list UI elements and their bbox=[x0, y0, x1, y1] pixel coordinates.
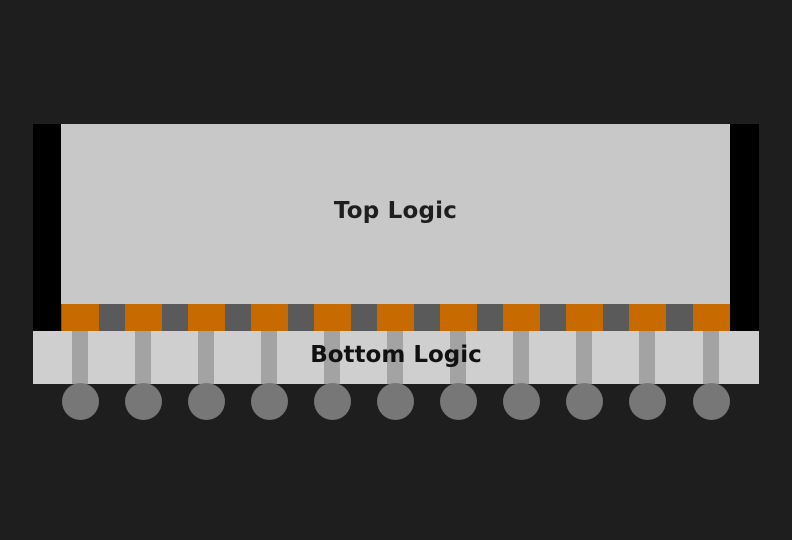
solder-ball bbox=[62, 383, 99, 420]
micro-bump bbox=[188, 304, 225, 331]
through-silicon-via bbox=[72, 331, 88, 384]
solder-ball bbox=[566, 383, 603, 420]
solder-ball bbox=[251, 383, 288, 420]
bottom-logic-die bbox=[33, 331, 759, 384]
solder-ball bbox=[314, 383, 351, 420]
micro-bump bbox=[62, 304, 99, 331]
top-logic-die bbox=[61, 124, 730, 304]
micro-bump bbox=[566, 304, 603, 331]
through-silicon-via bbox=[135, 331, 151, 384]
micro-bump bbox=[629, 304, 666, 331]
micro-bump bbox=[377, 304, 414, 331]
through-silicon-via bbox=[198, 331, 214, 384]
solder-ball bbox=[440, 383, 477, 420]
through-silicon-via bbox=[324, 331, 340, 384]
micro-bump bbox=[503, 304, 540, 331]
solder-ball bbox=[188, 383, 225, 420]
micro-bump bbox=[440, 304, 477, 331]
micro-bump-row bbox=[61, 304, 730, 331]
through-silicon-via bbox=[639, 331, 655, 384]
through-silicon-via bbox=[450, 331, 466, 384]
bottom-logic-label: Bottom Logic bbox=[310, 342, 482, 368]
through-silicon-via bbox=[387, 331, 403, 384]
micro-bump bbox=[314, 304, 351, 331]
through-silicon-via bbox=[576, 331, 592, 384]
top-logic-label: Top Logic bbox=[333, 198, 458, 224]
through-silicon-via bbox=[703, 331, 719, 384]
solder-ball bbox=[629, 383, 666, 420]
through-silicon-via bbox=[513, 331, 529, 384]
solder-ball bbox=[125, 383, 162, 420]
micro-bump bbox=[251, 304, 288, 331]
solder-ball bbox=[503, 383, 540, 420]
micro-bump bbox=[125, 304, 162, 331]
solder-ball bbox=[377, 383, 414, 420]
through-silicon-via bbox=[261, 331, 277, 384]
micro-bump bbox=[693, 304, 730, 331]
solder-ball bbox=[693, 383, 730, 420]
